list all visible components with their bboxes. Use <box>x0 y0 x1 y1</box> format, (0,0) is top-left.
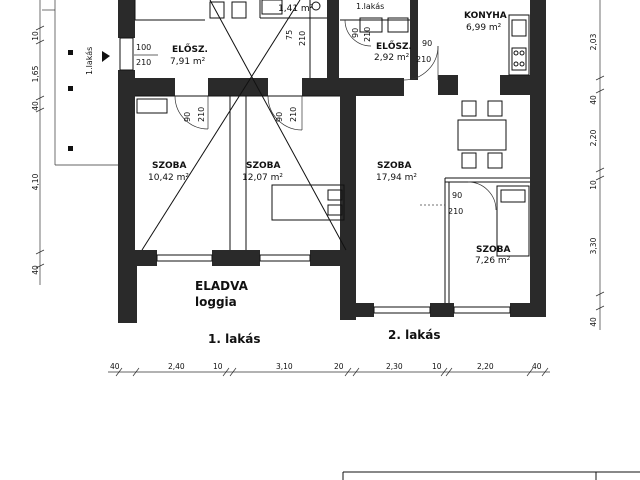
dim-right-1: 2,03 <box>589 33 598 50</box>
dim-left-5: 40 <box>31 265 40 275</box>
room-name-elosz-1: ELŐSZ. <box>172 44 208 55</box>
door-width-5: 90 <box>275 112 284 122</box>
room-area-elosz-2: 2,92 m² <box>374 53 410 63</box>
door-height-2: 210 <box>298 31 307 46</box>
door-height-6: 210 <box>448 207 463 216</box>
label-lakas-top: 1.lakás <box>356 2 384 11</box>
windows <box>119 37 511 314</box>
dim-right-4: 10 <box>589 180 598 190</box>
door-width-3: 90 <box>422 39 432 48</box>
room-labels: ELŐSZ. 7,91 m² 1,41 m² ELŐSZ. 2,92 m² KO… <box>148 4 511 266</box>
dim-right-6: 40 <box>589 317 598 327</box>
partitions <box>134 0 530 303</box>
dim-right-2: 40 <box>589 95 598 105</box>
dining-table <box>457 119 507 151</box>
door-height-5: 210 <box>289 107 298 122</box>
dim-left-3: 40 <box>31 101 40 111</box>
room-area-szoba-1: 10,42 m² <box>148 173 189 183</box>
dim-bottom-4: 3,10 <box>276 362 293 371</box>
dim-left-4: 4,10 <box>31 173 40 190</box>
door-height-4: 210 <box>197 107 206 122</box>
room-name-szoba-2: SZOBA <box>246 161 281 171</box>
label-apt-1: 1. lakás <box>208 332 261 346</box>
dim-right-5: 3,30 <box>589 237 598 254</box>
room-name-szoba-1: SZOBA <box>152 161 187 171</box>
room-area-elosz-1: 7,91 m² <box>170 57 206 67</box>
walls <box>118 0 546 323</box>
room-area-top-small: 1,41 m² <box>278 4 314 14</box>
door-width-1: 100 <box>136 43 151 52</box>
dim-bottom-1: 40 <box>110 362 120 371</box>
room-name-konyha: KONYHA <box>464 11 507 21</box>
room-area-konyha: 6,99 m² <box>466 23 502 33</box>
bed <box>271 184 345 221</box>
door-labels: 100 210 75 210 90 210 90 210 90 210 90 2… <box>134 27 463 216</box>
room-area-szoba-3: 17,94 m² <box>376 173 417 183</box>
dim-bottom-7: 10 <box>432 362 442 371</box>
dim-bottom-5: 20 <box>334 362 344 371</box>
door-width-2: 75 <box>285 30 294 40</box>
bottom-dimension-line: 40 2,40 10 3,10 20 2,30 10 2,20 40 <box>108 362 550 377</box>
room-area-szoba-2: 12,07 m² <box>242 173 283 183</box>
dim-bottom-2: 2,40 <box>168 362 185 371</box>
dim-left-1: 10 <box>31 31 40 41</box>
sold-cross-lines <box>141 0 347 251</box>
door-height-3: 210 <box>416 55 431 64</box>
right-dimension-line: 2,03 40 2,20 10 3,30 40 <box>589 0 605 330</box>
apartment-labels: 1.lakás 1.lakás ELADVA loggia 1. lakás 2… <box>85 2 441 346</box>
furniture <box>136 0 530 257</box>
dim-bottom-8: 2,20 <box>477 362 494 371</box>
dim-bottom-3: 10 <box>213 362 223 371</box>
door-height-1: 210 <box>136 58 151 67</box>
label-apt-2: 2. lakás <box>388 328 441 342</box>
door-width-6: 90 <box>452 191 462 200</box>
room-name-szoba-3: SZOBA <box>377 161 412 171</box>
dim-bottom-9: 40 <box>532 362 542 371</box>
left-dimension-line: 10 1,65 40 4,10 40 <box>31 0 45 285</box>
door-swings <box>174 19 497 211</box>
room-name-szoba-4: SZOBA <box>476 245 511 255</box>
dim-left-2: 1,65 <box>31 65 40 82</box>
door-width-7: 90 <box>351 28 360 38</box>
label-lakas-side: 1.lakás <box>85 47 94 75</box>
room-area-szoba-4: 7,26 m² <box>475 256 511 266</box>
door-width-4: 90 <box>183 112 192 122</box>
desk <box>136 98 168 114</box>
kitchen-counter <box>508 14 530 76</box>
dim-bottom-6: 2,30 <box>386 362 403 371</box>
left-boundary <box>42 0 118 166</box>
title-block <box>342 471 640 480</box>
label-loggia: loggia <box>195 295 237 309</box>
room-name-elosz-2: ELŐSZ. <box>376 41 412 52</box>
label-eladva: ELADVA <box>195 279 249 293</box>
entrance-arrow-icon <box>102 51 110 62</box>
door-height-7: 210 <box>363 27 372 42</box>
dim-right-3: 2,20 <box>589 129 598 146</box>
bed-small <box>496 185 530 257</box>
